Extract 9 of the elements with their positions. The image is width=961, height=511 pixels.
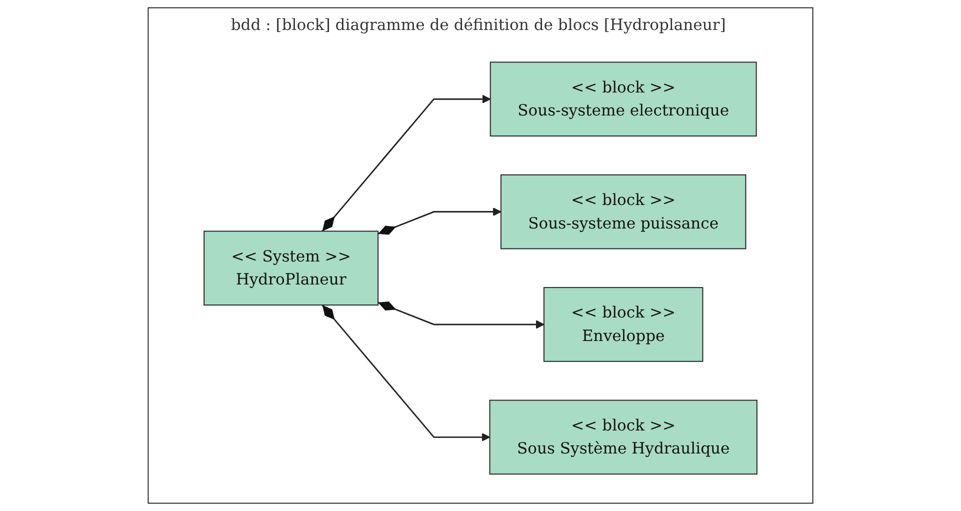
arrow xyxy=(378,208,502,235)
arrow xyxy=(322,94,491,232)
arrow xyxy=(378,301,544,329)
node-box: << System >> HydroPlaneur xyxy=(204,230,379,306)
node-box: << block >> Sous-systeme puissance xyxy=(500,174,746,250)
node-box: << block >> Enveloppe xyxy=(543,287,704,362)
arrow xyxy=(322,304,490,442)
node-box: << block >> Sous Système Hydraulique xyxy=(489,400,758,475)
node-box: << block >> Sous-systeme electronique xyxy=(490,62,757,136)
